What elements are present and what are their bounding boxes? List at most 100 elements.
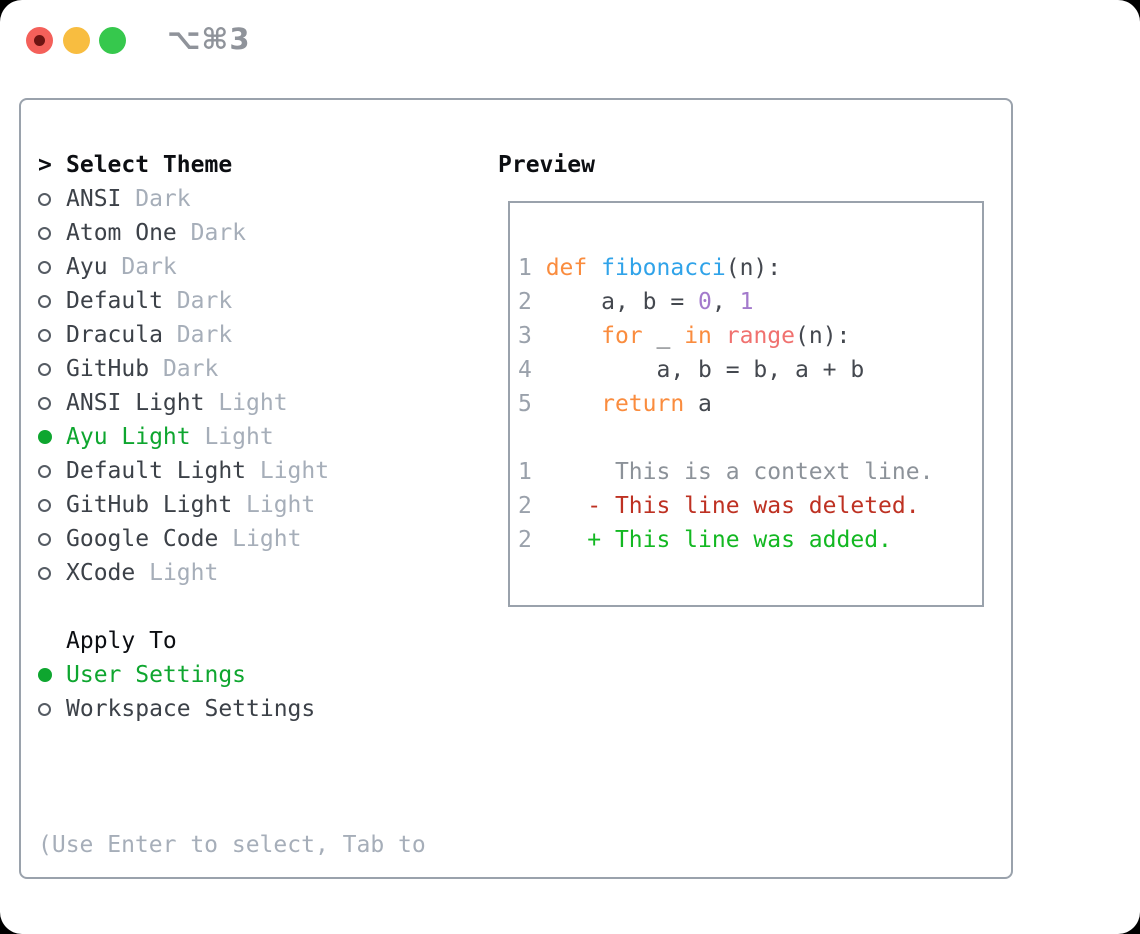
diff-line-added: 2 + This line was added. [518,523,982,557]
option-label: Default Light [66,458,247,484]
theme-option-xcode-light[interactable]: XCode Light [38,556,478,590]
line-number: 5 [518,391,546,417]
record-dot-icon [34,35,45,46]
code-token-keyword: in [684,323,712,349]
select-theme-label: Select Theme [66,152,233,178]
line-number: 2 [518,493,546,519]
code-token-plain [587,255,601,281]
blank-line [518,421,982,455]
theme-option-ansi-light-light[interactable]: ANSI Light Light [38,386,478,420]
line-number: 1 [518,255,546,281]
code-token-plain: _ [642,323,685,349]
radio-icon [38,464,51,478]
code-token-added: + This line was added. [545,527,892,553]
option-variant-label: Light [135,560,219,586]
theme-option-github-light-light[interactable]: GitHub Light Light [38,488,478,522]
line-number: 1 [518,459,546,485]
code-token-function: fibonacci [601,255,726,281]
option-label: GitHub [66,356,150,382]
theme-option-default-dark[interactable]: Default Dark [38,284,478,318]
window-shortcut-title: ⌥⌘3 [167,22,251,56]
option-label: User Settings [66,662,247,688]
theme-option-google-code-light[interactable]: Google Code Light [38,522,478,556]
code-token-keyword: def [545,255,588,281]
theme-option-default-light-light[interactable]: Default Light Light [38,454,478,488]
help-line: (Use Enter to select, Tab to [38,832,426,858]
code-token-number: 1 [739,289,754,315]
code-token-builtin: range [725,323,795,349]
apply-option-workspace-settings[interactable]: Workspace Settings [38,692,478,726]
select-theme-header: > Select Theme [38,148,478,182]
code-line: 2 a, b = 0, 1 [518,285,982,319]
radio-icon [38,294,51,308]
code-line: 1 def fibonacci(n): [518,251,982,285]
option-variant-label: Light [190,424,274,450]
code-token-number: 0 [698,289,712,315]
code-token-deleted: - This line was deleted. [545,493,920,519]
theme-option-ayu-light-light[interactable]: Ayu Light Light [38,420,478,454]
radio-icon [38,396,51,410]
selected-radio-icon [38,430,52,444]
option-variant-label: Dark [162,322,233,348]
preview-header: Preview [498,152,595,178]
line-number: 2 [518,289,546,315]
line-number: 4 [518,357,546,383]
code-token-keyword: for [601,323,643,349]
code-token-plain: (n): [795,323,851,349]
option-label: Google Code [66,526,219,552]
code-line: 5 return a [518,387,982,421]
option-label: Default [66,288,163,314]
theme-option-ansi-dark[interactable]: ANSI Dark [38,182,478,216]
code-token-plain [546,391,601,417]
option-variant-label: Dark [121,186,191,212]
theme-option-atom-one-dark[interactable]: Atom One Dark [38,216,478,250]
radio-icon [38,362,51,376]
option-variant-label: Light [246,458,330,484]
option-label: Dracula [66,322,163,348]
help-line: change focus) [38,930,478,934]
option-label: ANSI Light [66,390,205,416]
theme-option-dracula-dark[interactable]: Dracula Dark [38,318,478,352]
spacer [38,590,478,624]
line-number: 3 [518,323,546,349]
radio-icon [38,328,51,342]
code-token-plain: a, b = b, a + b [545,357,865,383]
titlebar: ⌥⌘3 [0,0,1140,80]
option-label: Workspace Settings [66,696,316,722]
code-token-keyword: return [601,391,685,417]
apply-option-user-settings[interactable]: User Settings [38,658,478,692]
option-label: Ayu Light [66,424,191,450]
option-label: ANSI [66,186,122,212]
close-button[interactable] [26,27,53,54]
option-label: Atom One [66,220,177,246]
selected-radio-icon [38,668,52,682]
code-token-plain [712,323,726,349]
theme-option-github-dark[interactable]: GitHub Dark [38,352,478,386]
radio-icon [38,226,51,240]
code-line: 3 for _ in range(n): [518,319,982,353]
option-variant-label: Light [204,390,288,416]
option-variant-label: Dark [149,356,219,382]
theme-option-ayu-dark[interactable]: Ayu Dark [38,250,478,284]
apply-to-header: Apply To [38,624,478,658]
code-token-plain [546,323,601,349]
diff-line-deleted: 2 - This line was deleted. [518,489,982,523]
code-token-plain: (n): [725,255,782,281]
code-line: 4 a, b = b, a + b [518,353,982,387]
option-label: Ayu [66,254,108,280]
code-token-plain: a, b = [545,289,699,315]
prompt-icon: > [38,152,52,178]
radio-icon [38,532,51,546]
radio-icon [38,566,51,580]
code-token-plain: , [711,289,740,315]
zoom-button[interactable] [99,27,126,54]
radio-icon [38,498,51,512]
minimize-button[interactable] [63,27,90,54]
